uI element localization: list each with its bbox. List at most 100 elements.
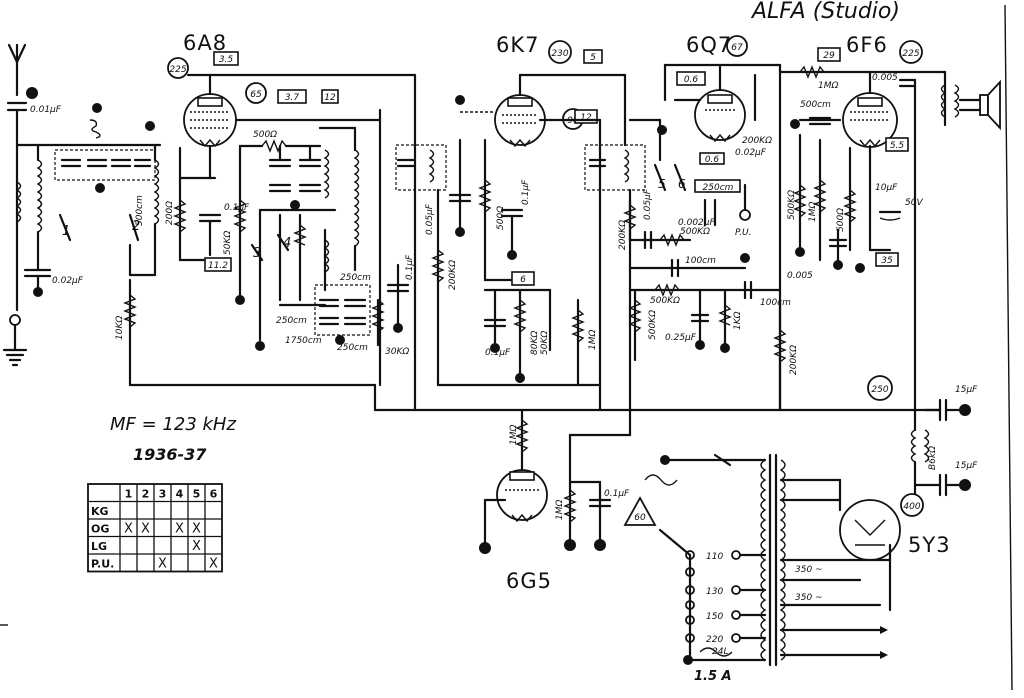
voltage-box [817,47,841,62]
tap-130: 130 [706,587,723,597]
table-cell-mark: X [175,522,184,537]
table-row-label: KG [91,505,109,518]
if-transformer-1 [395,144,447,191]
table-row-label: LG [91,540,107,553]
switch-4-label: 4 [283,236,291,251]
label-c-100: 100cm [685,256,716,266]
voltage-box [699,152,725,165]
svg-text:60: 60 [634,513,646,523]
table-header-cell: 4 [176,488,184,501]
label-c-antenna: 0.01μF [30,105,62,115]
table-cell-mark: X [141,522,150,537]
svg-text:11.2: 11.2 [208,261,228,271]
label-choke: B6kΩ [928,446,938,470]
fuse-label: 1.5 A [694,669,732,684]
label-c-15b: 15μF [955,461,978,471]
tap-110: 110 [706,552,723,562]
ac-symbol [644,474,678,486]
year-label: 1936-37 [133,445,207,464]
label-r-500k4: 500KΩ [787,190,797,220]
label-c-01c: 0.1μF [521,179,531,205]
voltage-circle [867,375,893,401]
voltage-triangle [623,496,657,526]
label-r-200k-det: 200KΩ [618,220,628,250]
tube-label-5y3: 5Y3 [908,533,951,557]
svg-text:225: 225 [902,49,919,59]
label-secondary-1: 350 ~ [795,565,823,575]
svg-text:230: 230 [551,49,568,59]
label-r-1m5: 1MΩ [555,500,565,520]
label-c-01e: 0.1μF [604,489,630,499]
voltage-circle [245,82,267,104]
tube-label-6g5: 6G5 [506,569,552,593]
table-header-cell: 2 [142,488,150,501]
table-cell-mark: X [124,522,133,537]
svg-text:400: 400 [903,502,920,512]
label-r-500c: 500Ω [836,208,846,232]
table-header-cell: 5 [193,488,201,501]
label-r-200k3: 200KΩ [789,345,799,375]
svg-text:35: 35 [881,256,893,266]
svg-text:225: 225 [169,65,186,75]
label-c-0005: 0.005 [872,73,898,83]
label-r-500k: 500KΩ [680,227,710,237]
switch-5-label: 5 [658,177,666,191]
voltage-circle [548,40,572,64]
voltage-box [511,271,535,286]
label-c-ant-bypass: 0.02μF [52,276,84,286]
voltage-box [204,257,232,272]
label-r-200k: 200KΩ [448,260,458,290]
svg-text:12: 12 [580,113,592,123]
svg-text:0.6: 0.6 [684,75,699,85]
label-c-005: 0.05μF [425,203,435,235]
tube-6k7 [494,94,546,148]
label-c-01: 0.1μF [224,203,250,213]
if-transformer-2 [584,144,646,191]
voltage-circle [167,57,189,79]
switch-3-label: 3 [253,246,261,261]
tube-6a8 [183,93,237,148]
table-row-label: P.U. [91,558,114,571]
label-c-15: 15μF [955,385,978,395]
label-r-1m2: 1MΩ [808,202,818,222]
svg-text:5.5: 5.5 [890,141,905,151]
svg-text:29: 29 [823,51,835,61]
antenna-coil [15,181,22,223]
voltage-box [583,49,603,64]
voltage-box [277,89,307,104]
svg-text:5: 5 [590,53,596,63]
table-cell-mark: X [192,539,201,554]
label-c-250cm: 250cm [703,183,734,193]
tap-24l: 24L [712,647,728,657]
switch-6-label: 6 [678,177,686,191]
svg-text:12: 12 [324,93,336,103]
label-r-1m4: 1MΩ [509,425,519,445]
table-header-cell: 1 [125,488,133,501]
input-tuning-capacitors [54,149,156,193]
tube-5y3 [839,499,901,561]
tube-6q7 [694,89,746,143]
label-r-1k: 1KΩ [733,311,743,330]
tap-150: 150 [706,612,723,622]
label-r-500k3: 500KΩ [648,310,658,340]
antenna-symbol [7,43,38,99]
label-r-1m: 1MΩ [588,330,598,350]
label-r-200k2: 200KΩ [742,136,772,146]
label-c-1750: 1750cm [285,336,322,346]
tuning-variable-capacitors [314,284,371,345]
label-c-01d: 0.1μF [485,348,511,358]
voltage-circle [900,493,924,517]
svg-text:0.6: 0.6 [705,155,720,165]
table-row-label: OG [91,523,109,536]
label-r-10k: 10KΩ [115,316,125,340]
table-header-cell: 6 [210,488,218,501]
tube-label-6a8: 6A8 [183,31,227,55]
svg-text:65: 65 [250,90,262,100]
tube-6g5 [496,469,548,523]
voltage-box [885,137,909,152]
label-r-200: 200Ω [165,201,175,225]
table-cell-mark: X [209,557,218,572]
voltage-box [321,89,339,104]
